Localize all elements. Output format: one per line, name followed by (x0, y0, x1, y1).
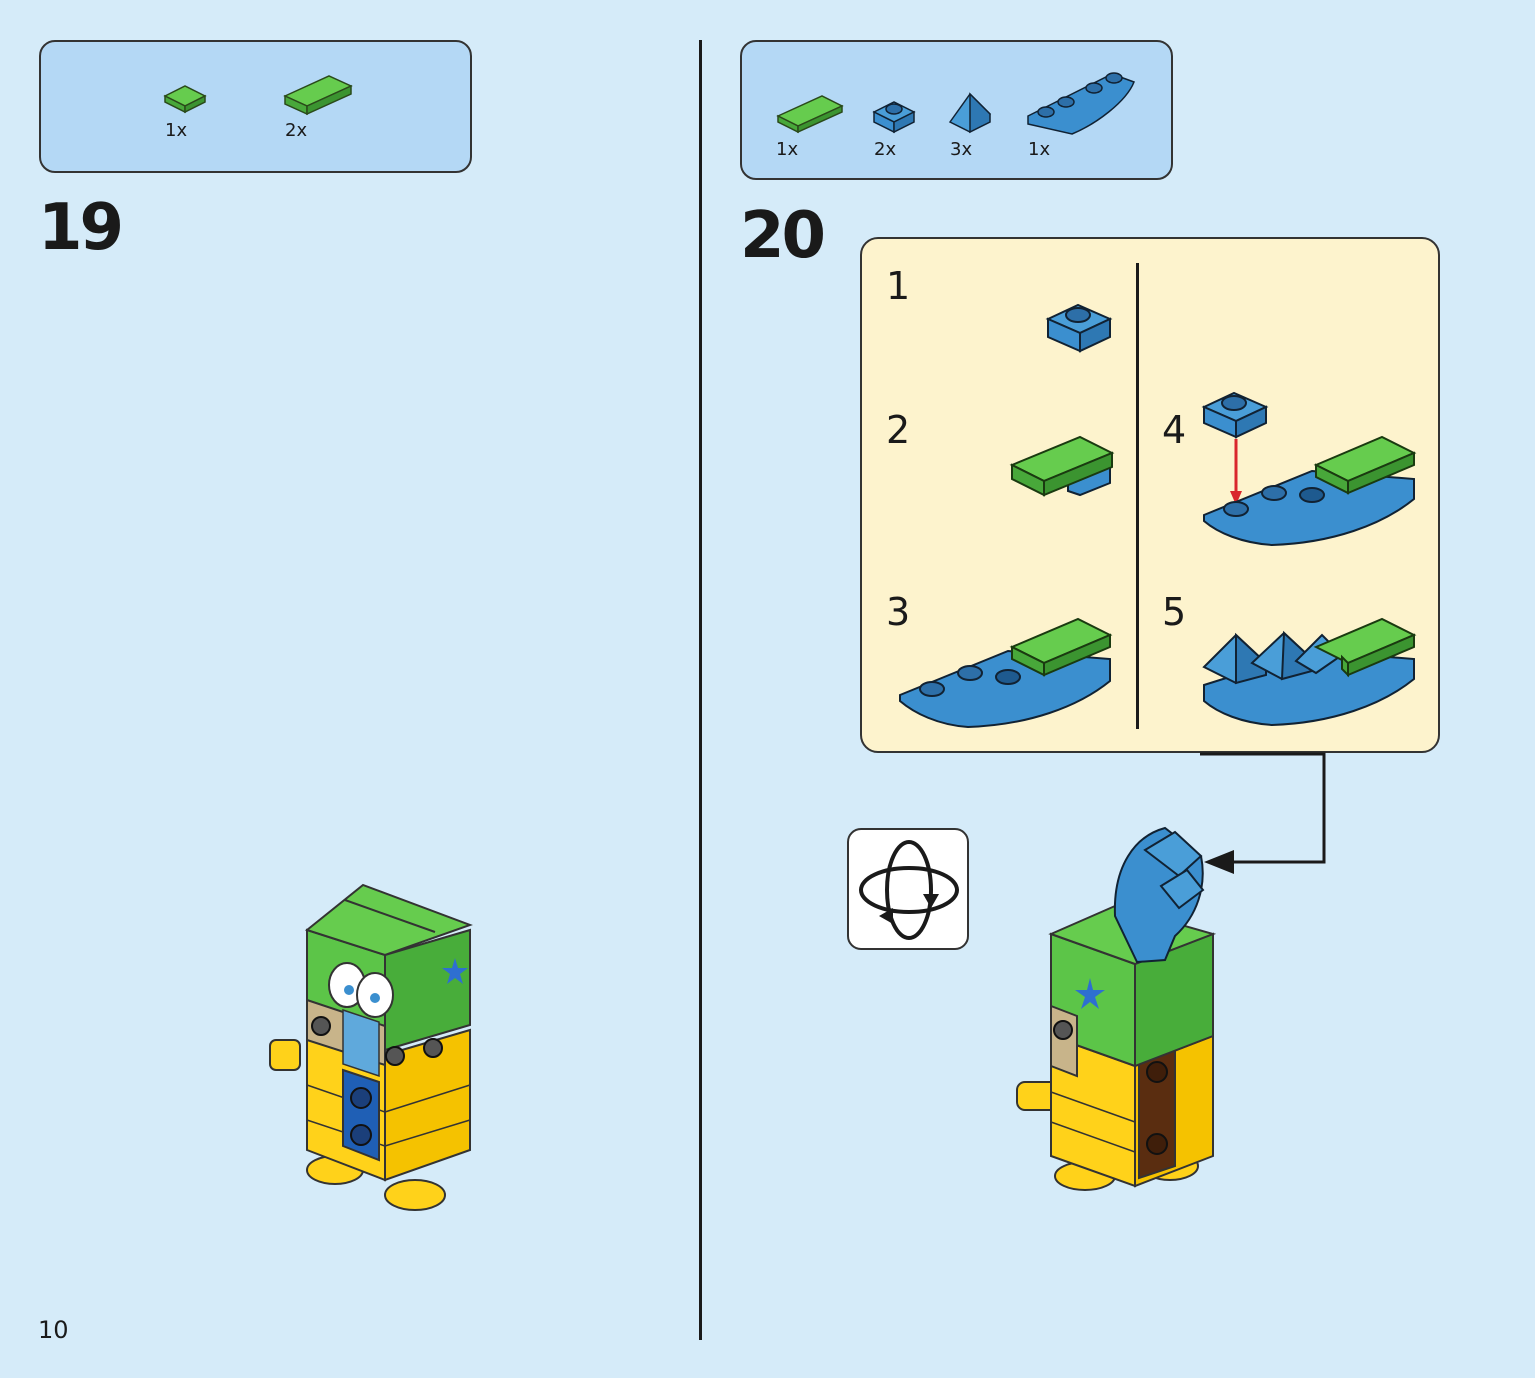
model-step-19 (269, 883, 473, 1211)
subassembly-panel: 1 2 3 4 5 (860, 237, 1440, 753)
green-tile-2x4-icon (283, 75, 353, 116)
substep-2-model (1009, 435, 1115, 497)
substep-number: 1 (886, 264, 911, 308)
substep-5-model (1202, 617, 1417, 727)
page-divider (699, 40, 702, 1340)
blue-wing-plate-icon (1027, 72, 1135, 135)
parts-list-step-19: 1x 2x (39, 40, 472, 173)
substep-number: 3 (886, 590, 911, 634)
model-step-20 (1016, 826, 1217, 1191)
green-tile-2x4-icon (776, 95, 844, 134)
green-tile-1x2-icon (163, 85, 207, 114)
substep-number: 2 (886, 408, 911, 452)
part-qty: 1x (776, 139, 799, 160)
substep-number: 4 (1162, 408, 1187, 452)
substep-3-model (899, 617, 1113, 729)
subassembly-divider (1136, 263, 1139, 729)
substep-number: 5 (1162, 590, 1187, 634)
part-qty: 1x (1028, 139, 1051, 160)
blue-slope-icon (948, 92, 992, 134)
part-qty: 2x (874, 139, 897, 160)
callout-connector (1200, 752, 1326, 874)
substep-4-model (1201, 391, 1417, 547)
part-qty: 2x (285, 120, 308, 141)
parts-list-step-20: 1x 2x 3x 1x (740, 40, 1173, 180)
substep-1-model (1045, 303, 1113, 353)
part-qty: 1x (165, 120, 188, 141)
step-number: 20 (740, 199, 826, 273)
page-number: 10 (38, 1316, 69, 1344)
blue-plate-1x1-icon (872, 101, 916, 134)
part-qty: 3x (950, 139, 973, 160)
step-number: 19 (38, 191, 124, 265)
rotate-model-icon (847, 828, 969, 950)
